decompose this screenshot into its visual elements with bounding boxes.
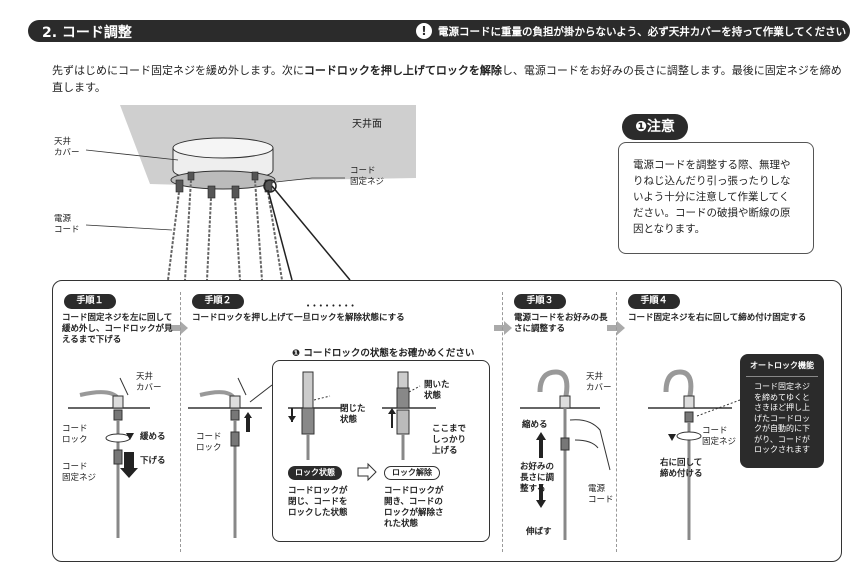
step-divider — [502, 292, 503, 552]
steps-panel — [52, 280, 842, 562]
step-divider — [616, 292, 617, 552]
closed-state-label: 閉じた 状態 — [340, 404, 366, 425]
step3-cord-label: 電源 コード — [588, 484, 614, 505]
step-divider — [180, 292, 181, 552]
cover-label: 天井 カバー — [54, 137, 80, 158]
step4-screw-label: コード 固定ネジ — [702, 426, 737, 447]
check-warning-icon: ❶ — [292, 348, 304, 359]
section-title: 2. コード調整 — [42, 25, 132, 41]
step4-badge: 手順４ — [628, 294, 680, 309]
step3-adjust-label: お好みの 長さに調 整する — [520, 462, 555, 494]
step3-cover-label: 天井 カバー — [586, 372, 612, 393]
autolock-box: オートロック機能 コード固定ネジ を締めてゆくと さきほど押し上 げたコードロッ… — [740, 354, 824, 468]
section-header: 2. コード調整 ! 電源コードに重量の負担が掛からないよう、必ず天井カバーを持… — [28, 20, 850, 42]
caution-badge: ❶注意 — [622, 114, 688, 140]
cord-label: 電源 コード — [54, 214, 80, 235]
ceiling-label: 天井面 — [352, 119, 382, 130]
step1-title: コード固定ネジを左に回して緩め外し、コードロックが見えるまで下げる — [62, 313, 173, 345]
step2-badge: 手順２ — [192, 294, 244, 309]
locked-desc: コードロックが 閉じ、コードを ロックした状態 — [288, 486, 348, 518]
step1-badge: 手順１ — [64, 294, 116, 309]
step1-lock-label: コード ロック — [62, 424, 88, 445]
caution-box: 電源コードを調整する際、無理やりねじ込んだり引っ張ったりしないよう十分に注意して… — [618, 142, 814, 254]
caution-title: 注意 — [646, 119, 675, 135]
step2-lock-label: コード ロック — [196, 432, 222, 453]
step4-tighten-label: 右に回して 締め付ける — [660, 458, 703, 479]
unlocked-pill: ロック解除 — [384, 466, 440, 480]
header-warning-text: 電源コードに重量の負担が掛からないよう、必ず天井カバーを持って作業してください — [438, 26, 847, 38]
caution-icon: ❶ — [635, 119, 647, 135]
autolock-title: オートロック機能 — [750, 361, 814, 370]
step1-screw-label: コード 固定ネジ — [62, 462, 97, 483]
open-state-label: 開いた 状態 — [424, 380, 450, 401]
step1-lower-label: 下げる — [140, 456, 166, 466]
intro-part1: 先ずはじめにコード固定ネジを緩め外します。次に — [52, 64, 304, 77]
step3-title: 電源コードをお好みの長さに調整する — [514, 313, 608, 334]
unlocked-desc: コードロックが 開き、コードの ロックが解除さ れた状態 — [384, 486, 444, 529]
step1-cover-label: 天井 カバー — [136, 372, 162, 393]
intro-bold: コードロックを押し上げてロックを解除 — [303, 64, 502, 77]
step2-title: コードロックを押し上げて一旦ロックを解除状態にする — [192, 313, 405, 323]
intro-paragraph: 先ずはじめにコード固定ネジを緩め外します。次にコードロックを押し上げてロックを解… — [52, 62, 842, 96]
autolock-text: コード固定ネジ を締めてゆくと さきほど押し上 げたコードロッ クが自動的に下 … — [754, 382, 810, 454]
screw-label: コード 固定ネジ — [350, 166, 385, 187]
push-up-label: ここまで しっかり 上げる — [432, 424, 467, 456]
lock-check-title: ❶ コードロックの状態をお確かめください — [288, 345, 479, 359]
locked-pill: ロック状態 — [288, 466, 342, 480]
step1-loosen-label: 緩める — [140, 432, 166, 442]
step3-extend-label: 伸ばす — [526, 527, 552, 537]
lock-check-box — [272, 360, 490, 542]
warning-icon: ! — [416, 23, 432, 39]
autolock-divider — [746, 376, 818, 377]
lock-check-title-text: コードロックの状態をお確かめください — [303, 348, 475, 359]
intro-part2: し、電源コードをお好みの長さに調整します。最後に固定ネジを締め直します。 — [52, 64, 842, 94]
step2-emphasis-dots: • • • • • • • • — [306, 302, 355, 310]
step3-shorten-label: 縮める — [522, 420, 548, 430]
step4-title: コード固定ネジを右に回して締め付け固定する — [628, 313, 807, 323]
step3-badge: 手順３ — [514, 294, 566, 309]
